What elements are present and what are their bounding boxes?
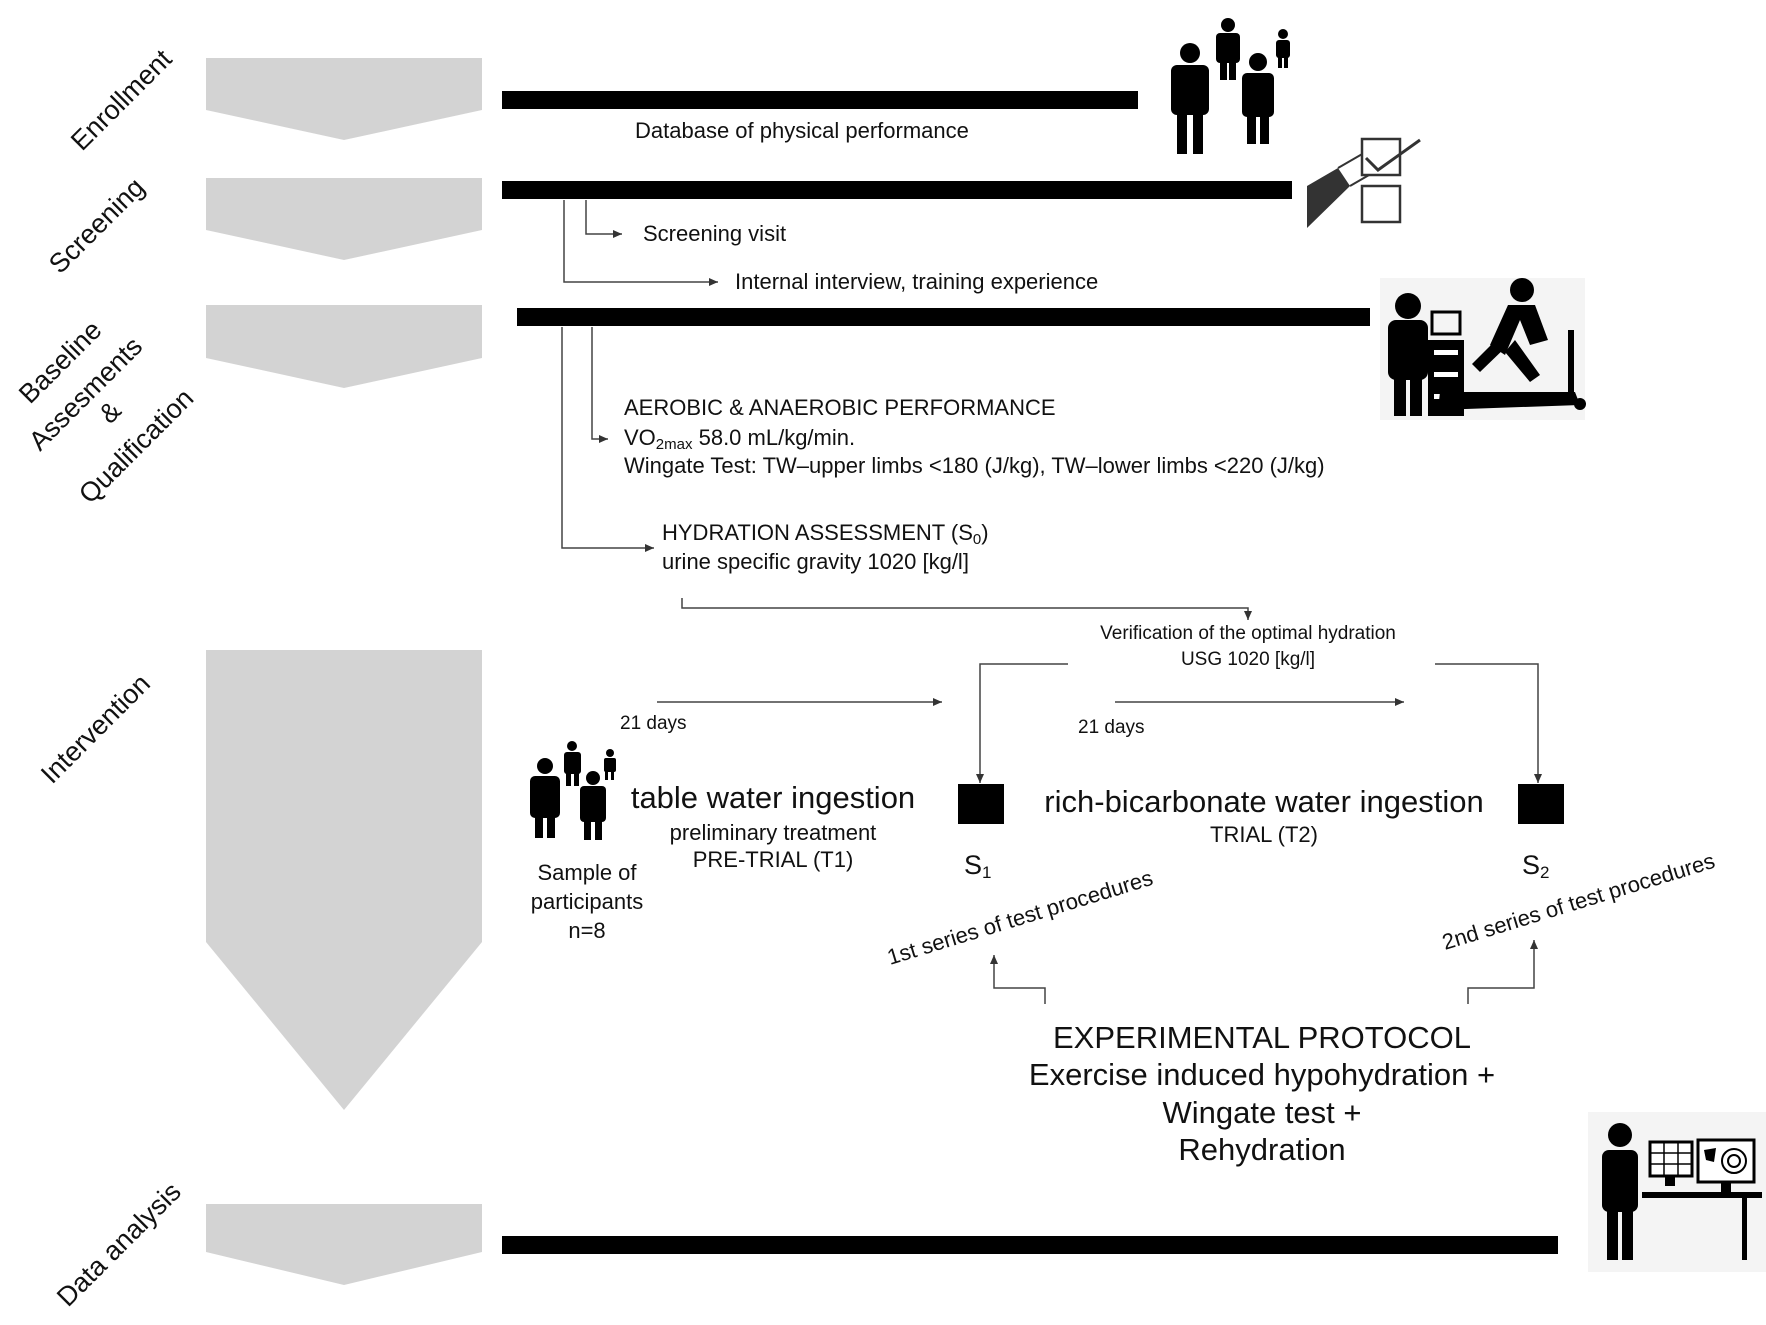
- stage-arrows: [206, 58, 482, 1285]
- protocol-line2: Exercise induced hypohydration +: [1029, 1057, 1495, 1092]
- treadmill-test-icon: [1380, 278, 1586, 420]
- pretrial-title: table water ingestion: [631, 780, 915, 815]
- bar-baseline: [517, 308, 1370, 326]
- trial-title: rich-bicarbonate water ingestion: [1044, 784, 1483, 819]
- interview-label: Internal interview, training experience: [735, 269, 1098, 294]
- stage-label-baseline: Baseline Assesments & Qualification: [13, 315, 199, 509]
- verification-line2: USG 1020 [kg/l]: [1181, 649, 1315, 670]
- stage-arrow-baseline: [206, 305, 482, 388]
- stage-label-screening: Screening: [43, 172, 150, 279]
- s1-label: S1: [964, 850, 991, 882]
- s2-marker: [1518, 784, 1564, 824]
- vo2-value: 58.0 mL/kg/min.: [692, 425, 855, 450]
- sample-line1: Sample of: [537, 860, 637, 885]
- stage-label-enrollment: Enrollment: [65, 43, 178, 156]
- hydration-title-suffix: ): [981, 520, 988, 545]
- baseline-connectors: [561, 327, 1252, 620]
- wingate-text: Wingate Test: TW–upper limbs <180 (J/kg)…: [624, 453, 1325, 478]
- series2-label: 2nd series of test procedures: [1439, 848, 1718, 955]
- analyst-computer-icon: [1588, 1112, 1766, 1272]
- protocol-line4: Rehydration: [1178, 1132, 1345, 1167]
- vo2-text: VO2max 58.0 mL/kg/min.: [624, 425, 855, 453]
- vo2-prefix: VO: [624, 425, 656, 450]
- hydration-title-sub: 0: [973, 531, 981, 548]
- trial-sub: TRIAL (T2): [1210, 822, 1318, 847]
- sample-line3: n=8: [568, 918, 605, 943]
- stage-arrow-data-analysis: [206, 1204, 482, 1285]
- s1-sub: 1: [982, 863, 991, 882]
- hydration-value: urine specific gravity 1020 [kg/l]: [662, 549, 969, 574]
- pretrial-sub1: preliminary treatment: [670, 820, 877, 845]
- stage-arrow-screening: [206, 178, 482, 260]
- enrollment-label: Database of physical performance: [635, 118, 969, 143]
- stage-label-data-analysis: Data analysis: [51, 1176, 187, 1312]
- timeline-bars: [502, 91, 1558, 1254]
- s1-marker: [958, 784, 1004, 824]
- s1-main: S: [964, 850, 982, 880]
- series1-label: 1st series of test procedures: [884, 865, 1156, 970]
- sample-line2: participants: [531, 889, 644, 914]
- bar-data-analysis: [502, 1236, 1558, 1254]
- s2-main: S: [1522, 850, 1540, 880]
- s2-sub: 2: [1540, 863, 1549, 882]
- screening-connectors: [563, 200, 718, 286]
- days1-label: 21 days: [620, 713, 687, 734]
- sample-people-icon: [530, 741, 616, 840]
- protocol-line1: EXPERIMENTAL PROTOCOL: [1053, 1020, 1471, 1055]
- days2-label: 21 days: [1078, 717, 1145, 738]
- verification-line1: Verification of the optimal hydration: [1100, 623, 1396, 644]
- stage-arrow-enrollment: [206, 58, 482, 140]
- pretrial-sub2: PRE-TRIAL (T1): [693, 847, 854, 872]
- checklist-pencil-icon: [1307, 137, 1421, 228]
- s2-label: S2: [1522, 850, 1549, 882]
- bar-screening: [502, 181, 1292, 199]
- stage-arrow-intervention: [206, 650, 482, 1110]
- vo2-sub: 2max: [656, 436, 693, 453]
- protocol-line3: Wingate test +: [1162, 1095, 1361, 1130]
- hydration-title: HYDRATION ASSESSMENT (S0): [662, 520, 989, 548]
- performance-title: AEROBIC & ANAEROBIC PERFORMANCE: [624, 395, 1056, 420]
- hydration-title-prefix: HYDRATION ASSESSMENT (S: [662, 520, 973, 545]
- bar-enrollment: [502, 91, 1138, 109]
- screening-visit-label: Screening visit: [643, 221, 786, 246]
- people-group-icon: [1171, 18, 1290, 154]
- stage-label-intervention: Intervention: [35, 668, 156, 789]
- intervention-connectors: [657, 663, 1542, 1004]
